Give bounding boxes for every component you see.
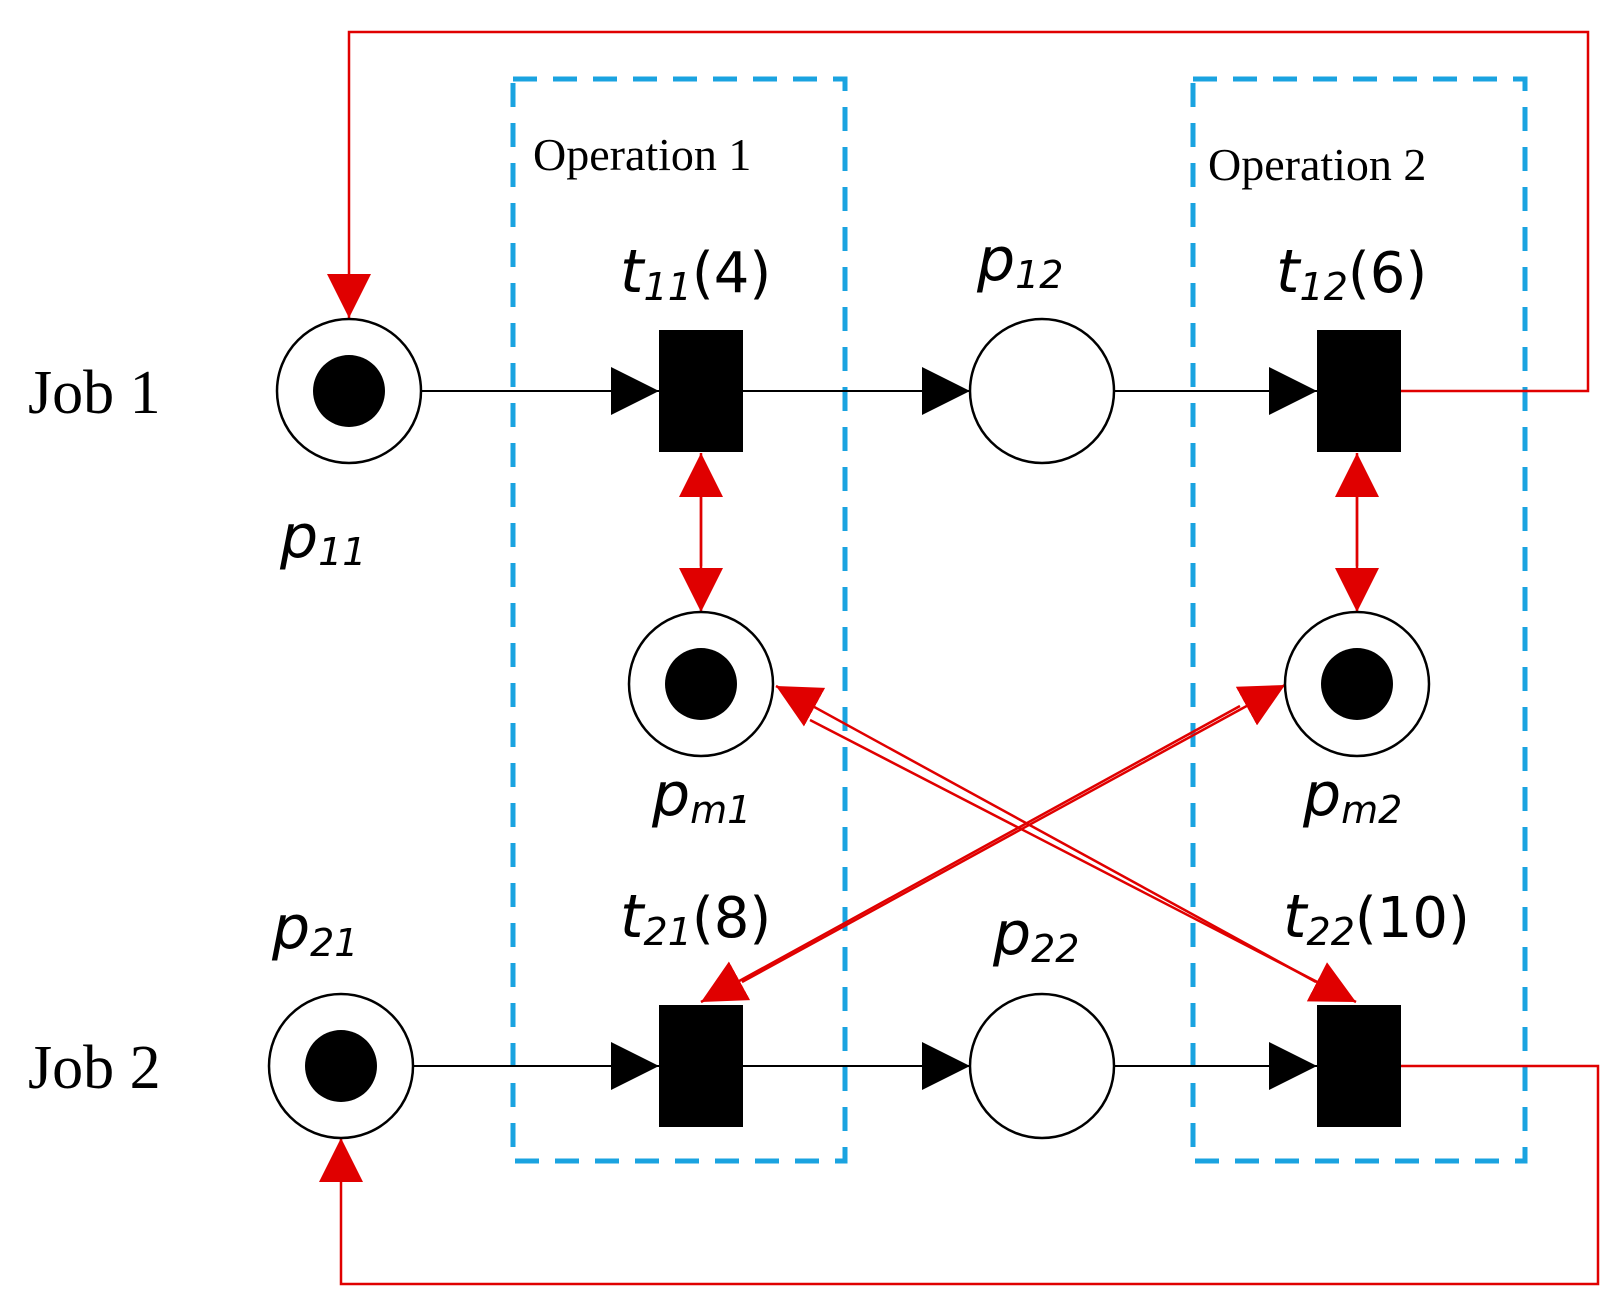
operation-1-label: Operation 1 <box>533 129 751 180</box>
place-p12 <box>968 317 1116 465</box>
place-pm2 <box>1283 610 1431 758</box>
operation-1-group-box <box>510 76 848 1164</box>
label-pm2: pm2 <box>1302 760 1402 832</box>
token <box>1321 648 1393 720</box>
label-p21: p21 <box>271 893 358 965</box>
token <box>665 648 737 720</box>
transition-t12 <box>1317 330 1401 452</box>
arc-t12-p11 <box>327 30 1590 393</box>
arc-pm2-t21 <box>700 704 1241 1004</box>
arc-t22-pm1 <box>775 684 1317 984</box>
transition-t21 <box>659 1005 743 1127</box>
label-p22: p22 <box>992 899 1079 971</box>
label-p11: p11 <box>279 502 366 574</box>
arc-t22-p21 <box>319 1064 1600 1286</box>
job-2-label: Job 2 <box>28 1034 161 1102</box>
place-p21 <box>267 992 415 1140</box>
transition-t11 <box>659 330 743 452</box>
place-p22 <box>968 992 1116 1140</box>
operation-2-group-box <box>1190 76 1528 1164</box>
arc-t21-pm2 <box>741 683 1286 984</box>
label-t11: t11(4) <box>620 237 771 309</box>
label-p12: p12 <box>976 225 1063 297</box>
label-pm1: pm1 <box>651 760 751 832</box>
place-p11 <box>275 317 423 465</box>
transition-t22 <box>1317 1005 1401 1127</box>
place-pm1 <box>627 610 775 758</box>
label-t12: t12(6) <box>1276 237 1427 309</box>
label-t22: t22(10) <box>1283 882 1470 954</box>
operation-2-label: Operation 2 <box>1208 139 1426 190</box>
token <box>313 355 385 427</box>
label-t21: t21(8) <box>620 882 771 954</box>
job-1-label: Job 1 <box>28 359 161 427</box>
token <box>305 1030 377 1102</box>
